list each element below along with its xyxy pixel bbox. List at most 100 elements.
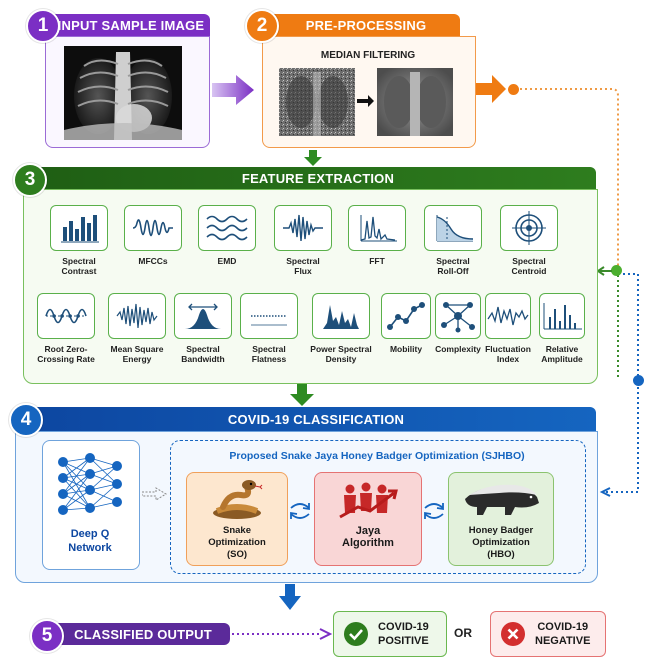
step-5-number: 5 — [30, 619, 64, 653]
feature-label-line1: Spectral — [436, 256, 470, 266]
zero-crossing-icon — [37, 293, 95, 339]
sjhbo-group-box — [170, 440, 586, 574]
feature-mobility: Mobility — [378, 293, 434, 354]
jaya-algorithm-box: Jaya Algorithm — [314, 472, 422, 566]
connector-dot-green — [611, 265, 622, 276]
feature-label-line2: Roll-Off — [437, 266, 469, 276]
dotted-arrow-to-results — [232, 628, 332, 640]
connector-dot-blue — [633, 375, 644, 386]
dqn-label-line1: Deep Q — [70, 528, 110, 540]
feature-mfccs: MFCCs — [121, 205, 185, 266]
target-icon — [500, 205, 558, 251]
covid-classification-banner: COVID-19 CLASSIFICATION — [36, 407, 596, 431]
feature-label-line2: Amplitude — [541, 354, 583, 364]
sjhbo-title: Proposed Snake Jaya Honey Badger Optimiz… — [229, 450, 525, 462]
feature-label-line1: MFCCs — [138, 256, 168, 266]
connected-dots-icon — [381, 293, 431, 339]
feature-label-line1: Fluctuation — [485, 344, 531, 354]
feature-emd: EMD — [195, 205, 259, 266]
covid-positive-result: COVID-19 POSITIVE — [333, 611, 447, 657]
or-label: OR — [454, 626, 472, 640]
feature-label-line2: Index — [496, 354, 520, 364]
flat-line-icon — [240, 293, 298, 339]
snake-optimization-box: Snake Optimization (SO) — [186, 472, 288, 566]
feature-label-line2: Crossing Rate — [37, 354, 95, 364]
feature-fft: FFT — [345, 205, 409, 266]
feature-label-line2: Bandwidth — [181, 354, 225, 364]
feature-label-line1: Mobility — [389, 344, 423, 354]
arrow-features-to-classification — [290, 384, 314, 406]
network-icon — [435, 293, 481, 339]
x-circle-icon — [501, 622, 525, 646]
negative-line1: COVID-19 — [537, 621, 589, 633]
feature-label-line2: Centroid — [511, 266, 547, 276]
feature-label-line2: Density — [325, 354, 357, 364]
feature-label-line1: Spectral — [62, 256, 96, 266]
jaya-label-line2: Algorithm — [342, 537, 394, 549]
feature-label-line2: Flux — [294, 266, 312, 276]
feature-root-zero-crossing-rate: Root Zero-Crossing Rate — [34, 293, 98, 364]
negative-line2: NEGATIVE — [535, 635, 591, 647]
hbo-label-line3: (HBO) — [487, 549, 515, 560]
exchange-arrows-icon-1 — [290, 503, 310, 519]
chest-xray-image — [64, 46, 182, 140]
snake-icon — [213, 480, 263, 519]
arrow-preprocessing-out — [476, 75, 506, 103]
honey-badger-icon — [465, 484, 539, 515]
classified-output-banner: CLASSIFIED OUTPUT — [56, 623, 230, 645]
pre-processing-banner: PRE-PROCESSING — [272, 14, 460, 36]
step-2-number: 2 — [245, 9, 279, 43]
connector-dot-orange — [508, 84, 519, 95]
median-filtering-label: MEDIAN FILTERING — [320, 50, 416, 61]
feature-label-line1: Spectral — [286, 256, 320, 266]
feature-extraction-banner: FEATURE EXTRACTION — [40, 167, 596, 189]
feature-label-line1: Spectral — [252, 344, 286, 354]
fft-spectrum-icon — [348, 205, 406, 251]
deep-q-network-label: Deep Q Network — [42, 527, 138, 555]
bar-chart-icon — [50, 205, 108, 251]
so-label-line1: Snake — [223, 525, 251, 536]
positive-line1: COVID-19 — [378, 621, 429, 633]
arrow-input-to-preprocessing — [212, 75, 254, 105]
input-sample-image-banner: INPUT SAMPLE IMAGE — [52, 14, 210, 36]
bell-curve-icon — [174, 293, 232, 339]
dotted-connector-to-sjhbo — [599, 382, 639, 497]
dashed-arrow-dqn-to-sjhbo — [142, 487, 167, 501]
amplitude-bars-icon — [539, 293, 585, 339]
hbo-label-line1: Honey Badger — [468, 525, 534, 536]
fluctuation-icon — [485, 293, 531, 339]
so-label-line3: (SO) — [226, 549, 248, 560]
feature-label-line1: Relative — [545, 344, 579, 354]
spike-wave-icon — [274, 205, 332, 251]
decay-curve-icon — [424, 205, 482, 251]
feature-label-line1: Spectral — [512, 256, 546, 266]
filtered-xray-image — [377, 68, 453, 136]
waveform-icon — [124, 205, 182, 251]
arrow-classification-to-output — [279, 584, 301, 610]
honey-badger-optimization-box: Honey Badger Optimization (HBO) — [448, 472, 554, 566]
feature-label-line1: EMD — [217, 256, 237, 266]
step-4-number: 4 — [9, 403, 43, 437]
density-peaks-icon — [312, 293, 370, 339]
people-growth-icon — [339, 482, 398, 519]
so-label-line2: Optimization — [208, 537, 266, 548]
feature-label-line2: Flatness — [251, 354, 287, 364]
dense-wave-icon — [108, 293, 166, 339]
feature-label-line1: Mean Square — [110, 344, 164, 354]
noisy-xray-image — [279, 68, 355, 136]
dqn-label-line2: Network — [68, 542, 112, 554]
feature-label-line1: Spectral — [186, 344, 220, 354]
feature-label-line1: Root Zero- — [44, 344, 88, 354]
feature-complexity: Complexity — [432, 293, 484, 354]
filter-arrow-icon — [357, 95, 374, 107]
feature-label-line1: Power Spectral — [310, 344, 372, 354]
step-1-number: 1 — [26, 9, 60, 43]
